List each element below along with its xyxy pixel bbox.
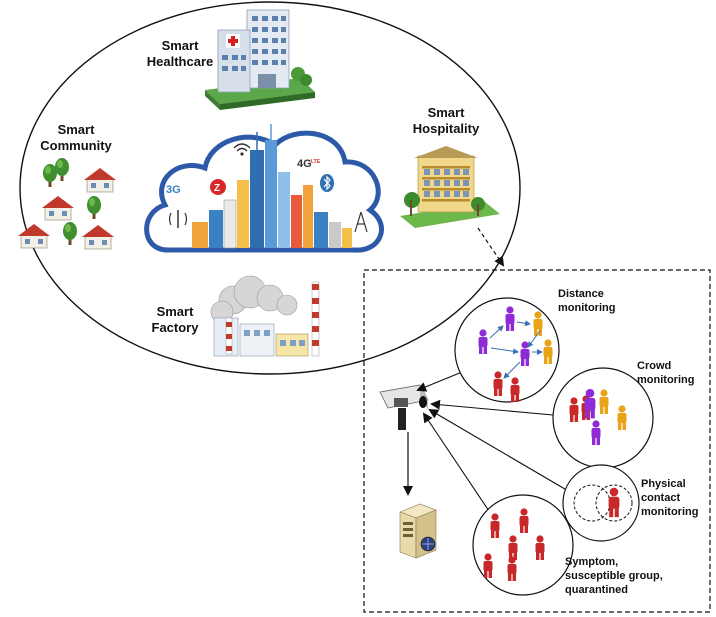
hotel-building-icon (400, 146, 500, 228)
iot-cloud-icon: 3G Z 4G LTE (144, 124, 384, 253)
distance-to-camera-arrow (416, 371, 463, 392)
monitoring-box (363, 269, 711, 613)
factory-icon (210, 275, 320, 357)
label-smart-hospitality: Smart Hospitality (400, 105, 492, 138)
label-line: contact (641, 491, 681, 504)
label-crowd-monitoring: Crowd monitoring (637, 360, 694, 388)
cloud-4g-badge: 4G (297, 158, 312, 170)
label-symptom-group: Symptom, susceptible group, quarantined (565, 556, 663, 597)
label-smart-healthcare: Smart Healthcare (140, 38, 220, 71)
cloud-3g-badge: 3G (166, 184, 181, 196)
symptom-to-camera-arrow (422, 412, 496, 521)
contact-to-camera-arrow (428, 408, 571, 493)
label-line: Hospitality (412, 121, 480, 137)
cloud-z-badge: Z (214, 183, 220, 194)
label-smart-factory: Smart Factory (140, 304, 210, 337)
crowd-to-camera-arrow (430, 399, 554, 416)
label-line: Smart (156, 304, 194, 319)
contact-monitoring-circle (562, 464, 640, 542)
cctv-camera-icon (379, 384, 429, 430)
label-line: Physical (641, 478, 686, 490)
label-physical-contact-monitoring: Physical contact monitoring (641, 478, 698, 519)
label-line: Smart (57, 122, 95, 137)
symptom-monitoring-circle (472, 494, 574, 596)
label-line: quarantined (565, 583, 628, 596)
label-line: Smart (427, 105, 465, 120)
label-line: susceptible group, (565, 569, 663, 582)
label-line: monitoring (637, 373, 695, 386)
smart-city-ellipse (19, 1, 521, 375)
label-line: Factory (151, 320, 199, 336)
label-line: Community (40, 138, 112, 154)
label-line: monitoring (558, 301, 616, 314)
hotel-to-monitoring-arrow (477, 227, 505, 267)
label-line: Symptom, (565, 556, 619, 568)
label-smart-community: Smart Community (36, 122, 116, 155)
label-distance-monitoring: Distance monitoring (558, 288, 615, 316)
label-line: monitoring (641, 505, 699, 518)
community-houses-icon (17, 158, 117, 250)
label-line: Smart (161, 38, 199, 53)
label-line: Healthcare (146, 54, 214, 70)
server-icon (399, 503, 437, 559)
distance-people-icon (478, 306, 553, 402)
contact-zone-right (595, 484, 633, 522)
cloud-lte-badge: LTE (311, 159, 321, 165)
label-line: Crowd (637, 360, 672, 372)
hospital-building-icon (205, 9, 315, 110)
label-line: Distance (558, 288, 604, 300)
